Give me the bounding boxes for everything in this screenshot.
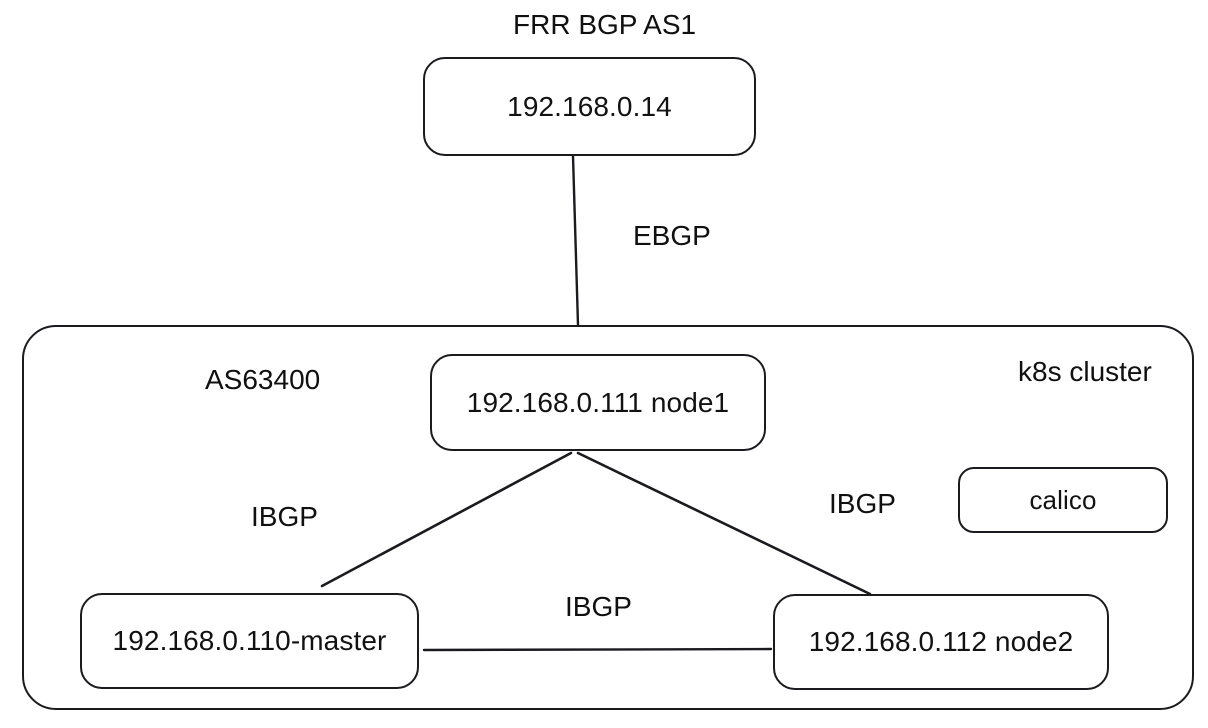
edge-label-ibgp-node1-node2: IBGP <box>829 488 896 519</box>
external-router-title: FRR BGP AS1 <box>513 9 697 40</box>
edge-label-ibgp-master-node2: IBGP <box>565 591 632 622</box>
node-node2-label: 192.168.0.112 node2 <box>808 626 1074 657</box>
k8s-cluster-boundary <box>22 325 1194 710</box>
node-node2[interactable]: 192.168.0.112 node2 <box>773 594 1109 690</box>
node-master[interactable]: 192.168.0.110-master <box>80 593 419 689</box>
cluster-asn-label: AS63400 <box>205 364 321 395</box>
cluster-name-label: k8s cluster <box>1018 356 1152 387</box>
edge-label-ibgp-node1-master: IBGP <box>251 501 318 532</box>
edge-ebgp-frr-node1 <box>571 154 580 327</box>
node-node1-label: 192.168.0.111 node1 <box>466 386 730 418</box>
component-calico[interactable]: calico <box>958 467 1168 533</box>
component-calico-label: calico <box>1029 485 1097 515</box>
node-master-label: 192.168.0.110-master <box>112 625 387 656</box>
node-frr-router[interactable]: 192.168.0.14 <box>423 57 756 156</box>
node-frr-router-label: 192.168.0.14 <box>507 90 672 122</box>
edge-label-ebgp: EBGP <box>633 220 711 251</box>
node-node1[interactable]: 192.168.0.111 node1 <box>430 354 766 451</box>
